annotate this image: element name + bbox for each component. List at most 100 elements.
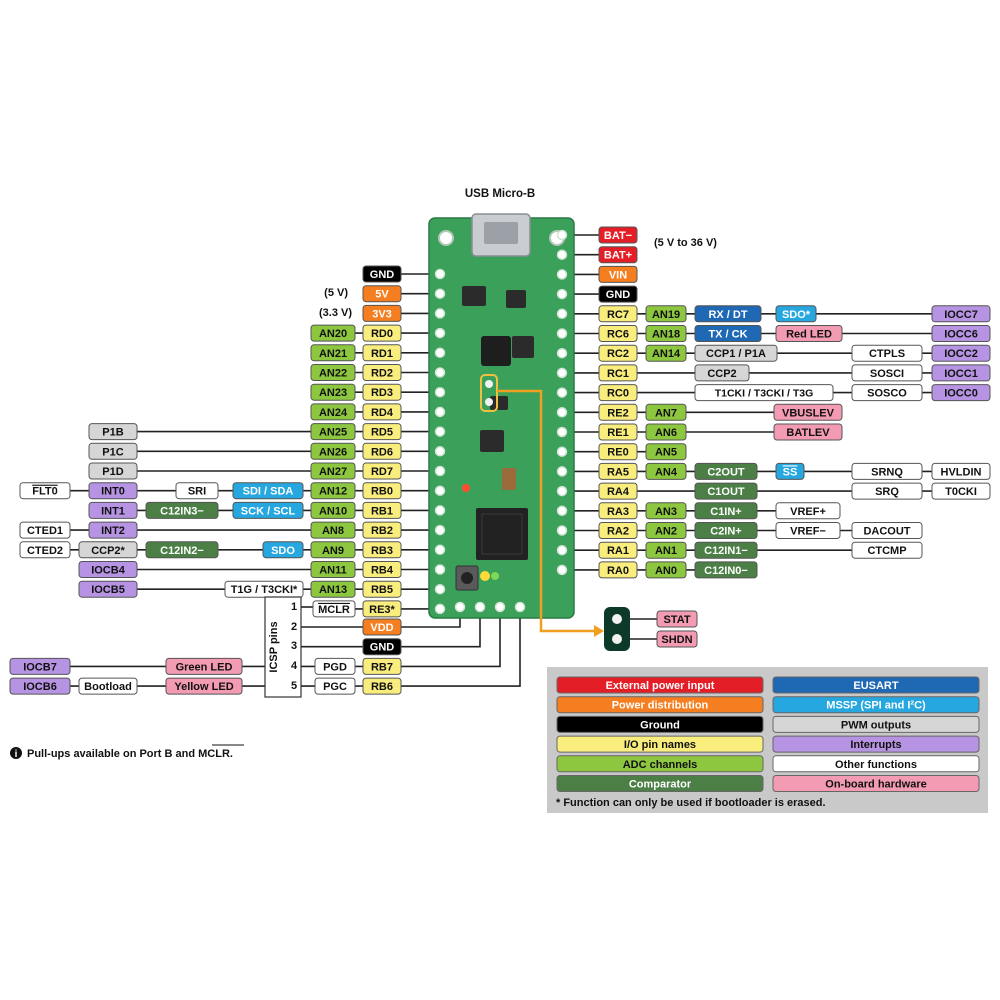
stat-shdn-pointer bbox=[497, 389, 604, 637]
pin-rc2-bg bbox=[598, 344, 638, 362]
pin-ra0-bg bbox=[598, 561, 638, 579]
func-c12in0: C12IN0− bbox=[694, 561, 758, 579]
func-iocb4-bg bbox=[78, 561, 138, 578]
legend-entry-pwm-outputs: PWM outputs bbox=[772, 715, 980, 733]
legend-label: ADC channels bbox=[623, 759, 698, 771]
pin-rb2: RB2 bbox=[362, 521, 402, 539]
func-t1g-t3cki: T1G / T3CKI* bbox=[224, 580, 304, 598]
header-hole bbox=[556, 328, 568, 339]
pin-rd1: RD1 bbox=[362, 344, 402, 362]
func-ccp2-text: CCP2 bbox=[707, 368, 736, 380]
legend-label: Interrupts bbox=[850, 739, 901, 751]
func-p1d-text: P1D bbox=[102, 466, 123, 478]
func-c1in: C1IN+ bbox=[694, 502, 758, 520]
header-hole bbox=[556, 505, 568, 517]
jumper-shdn: SHDN bbox=[656, 630, 698, 648]
func-c12in2-text: C12IN2− bbox=[160, 545, 204, 557]
icsp-pin-number: 2 bbox=[291, 621, 297, 633]
func-an7: AN7 bbox=[645, 403, 687, 421]
func-dacout-bg bbox=[851, 522, 923, 539]
func-sri-text: SRI bbox=[188, 486, 206, 498]
func-iocb4-text: IOCB4 bbox=[91, 565, 126, 577]
legend-label: PWM outputs bbox=[841, 719, 911, 731]
func-an6-text: AN6 bbox=[655, 427, 677, 439]
header-hole bbox=[434, 406, 446, 418]
legend-label: EUSART bbox=[853, 680, 899, 692]
pin-rd6-text: RD6 bbox=[371, 446, 393, 458]
func-iocc2-bg bbox=[931, 344, 991, 362]
pin-rd2-bg bbox=[362, 364, 402, 381]
func-an2: AN2 bbox=[645, 522, 687, 539]
func-t1cki-t3cki-t3g-bg bbox=[694, 384, 834, 402]
header-hole bbox=[556, 308, 568, 320]
func-c12in2-bg bbox=[145, 541, 219, 559]
pin-gnd-bg bbox=[362, 265, 402, 283]
func-c12in1-bg bbox=[694, 541, 758, 559]
pin-5v-text: 5V bbox=[375, 289, 389, 301]
header-hole bbox=[494, 601, 506, 613]
legend-entry-power-distribution: Power distribution bbox=[556, 696, 764, 714]
func-ccp1-p1a: CCP1 / P1A bbox=[694, 344, 778, 362]
func-sosci-text: SOSCI bbox=[870, 368, 904, 380]
func-pgc-text: PGC bbox=[323, 681, 347, 693]
func-an13: AN13 bbox=[310, 580, 356, 598]
func-an21-bg bbox=[310, 344, 356, 362]
pin-re3: RE3* bbox=[362, 600, 402, 618]
pin-rc6-text: RC6 bbox=[607, 329, 629, 341]
jumper-pad bbox=[612, 614, 622, 624]
func-int0: INT0 bbox=[88, 482, 138, 500]
func-an6: AN6 bbox=[645, 423, 687, 441]
func-pgd: PGD bbox=[314, 657, 356, 675]
func-c12in3-text: C12IN3− bbox=[160, 505, 204, 517]
func-srnq-bg bbox=[851, 462, 923, 480]
func-sdo-text: SDO* bbox=[782, 309, 811, 321]
pin-re0-bg bbox=[598, 443, 638, 461]
pin-gnd-bg bbox=[598, 285, 638, 303]
legend-entry-i-o-pin-names: I/O pin names bbox=[556, 735, 764, 753]
func-tx-ck-bg bbox=[694, 325, 762, 342]
func-an19-text: AN19 bbox=[652, 309, 680, 321]
header-hole bbox=[434, 505, 446, 516]
jumper-body bbox=[604, 607, 630, 651]
func-sck-scl-text: SCK / SCL bbox=[241, 505, 296, 517]
func-sosco: SOSCO bbox=[851, 384, 923, 402]
pin-ra2: RA2 bbox=[598, 522, 638, 539]
func-ctcmp-bg bbox=[851, 541, 923, 559]
yellow-led-icon bbox=[480, 571, 490, 581]
func-c2out-text: C2OUT bbox=[707, 466, 745, 478]
legend-entry-external-power-input: External power input bbox=[556, 676, 764, 694]
connector-line bbox=[401, 612, 481, 648]
pin-rd5-bg bbox=[362, 423, 402, 441]
func-iocc0: IOCC0 bbox=[931, 384, 991, 402]
func-an11-text: AN11 bbox=[319, 565, 347, 577]
func-bootload-text: Bootload bbox=[84, 681, 132, 693]
jumper-shdn-bg bbox=[656, 630, 698, 648]
pin-5v: 5V bbox=[362, 285, 402, 303]
pin-3v3-text: 3V3 bbox=[372, 308, 392, 320]
pin-rb7-text: RB7 bbox=[371, 661, 393, 673]
icsp-pins-group: ICSP pins 1 2 3 4 5 bbox=[264, 596, 302, 698]
header-hole bbox=[434, 347, 446, 359]
legend-swatch bbox=[772, 676, 980, 694]
legend-label: Power distribution bbox=[612, 700, 709, 712]
func-iocc6-text: IOCC6 bbox=[944, 329, 978, 341]
func-cted2-text: CTED2 bbox=[27, 545, 63, 557]
func-c2out-bg bbox=[694, 462, 758, 480]
func-an26-text: AN26 bbox=[319, 446, 347, 458]
legend-swatch bbox=[556, 696, 764, 714]
pin-vin-text: VIN bbox=[609, 269, 627, 281]
pin-gnd: GND bbox=[362, 265, 402, 283]
header-hole bbox=[474, 601, 486, 613]
pin-ra4: RA4 bbox=[598, 482, 638, 500]
func-p1d: P1D bbox=[88, 462, 138, 480]
svg-text:i: i bbox=[15, 749, 18, 760]
func-ss: SS bbox=[775, 462, 805, 480]
pin-rd2-text: RD2 bbox=[371, 368, 393, 380]
func-an13-bg bbox=[310, 580, 356, 598]
func-an4-bg bbox=[645, 462, 687, 480]
func-sdi-sda: SDI / SDA bbox=[232, 482, 304, 500]
func-p1d-bg bbox=[88, 462, 138, 480]
stat-shdn-jumper bbox=[604, 607, 630, 651]
legend-label: MSSP (SPI and I²C) bbox=[826, 700, 926, 712]
header-hole bbox=[434, 288, 446, 299]
